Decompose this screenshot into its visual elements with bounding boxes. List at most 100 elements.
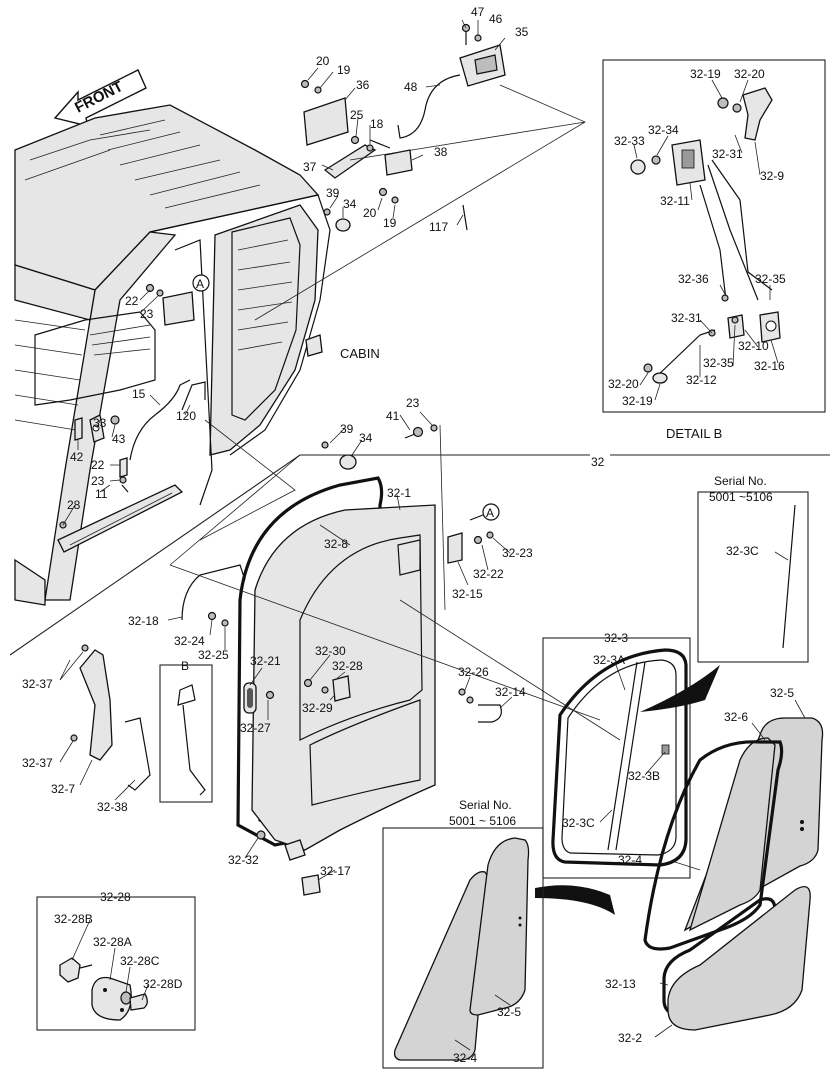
label-28: 28 xyxy=(67,498,81,512)
label-32-15: 32-15 xyxy=(452,587,483,601)
label-32-4b: 32-4 xyxy=(453,1051,477,1065)
label-23b: 23 xyxy=(91,474,105,488)
label-32-28A: 32-28A xyxy=(93,935,132,949)
label-32-28C: 32-28C xyxy=(120,954,160,968)
label-d32-35b: 32-35 xyxy=(703,356,734,370)
label-d32-10: 32-10 xyxy=(738,339,769,353)
label-32-17: 32-17 xyxy=(320,864,351,878)
serial-top-line1: Serial No. xyxy=(714,474,767,488)
label-33: 33 xyxy=(93,416,107,430)
label-43: 43 xyxy=(112,432,126,446)
label-32-21: 32-21 xyxy=(250,654,281,668)
strip-32-3c-top xyxy=(782,504,796,649)
label-d32-19a: 32-19 xyxy=(690,67,721,81)
label-d32-36: 32-36 xyxy=(678,272,709,286)
label-d32-16: 32-16 xyxy=(754,359,785,373)
label-39b: 39 xyxy=(340,422,354,436)
label-32-30: 32-30 xyxy=(315,644,346,658)
label-d32-12: 32-12 xyxy=(686,373,717,387)
label-32-3C-top: 32-3C xyxy=(726,544,759,558)
label-47: 47 xyxy=(471,5,485,19)
label-42: 42 xyxy=(70,450,84,464)
label-d32-20b: 32-20 xyxy=(608,377,639,391)
label-d32-19b: 32-19 xyxy=(622,394,653,408)
label-25: 25 xyxy=(350,108,364,122)
label-32-6: 32-6 xyxy=(724,710,748,724)
label-18: 18 xyxy=(370,117,384,131)
group-32-3-box xyxy=(542,637,691,879)
label-d32-11: 32-11 xyxy=(660,194,690,208)
lock-32-28 xyxy=(59,957,148,1021)
label-d32-33: 32-33 xyxy=(614,134,645,148)
group-32-28-box xyxy=(36,896,196,1031)
label-117: 117 xyxy=(429,220,448,234)
label-32-38: 32-38 xyxy=(97,800,128,814)
label-34a: 34 xyxy=(343,197,357,211)
label-32-2: 32-2 xyxy=(618,1031,642,1045)
window-glasses xyxy=(643,717,824,1031)
marker-a-cabin: A xyxy=(196,277,204,291)
label-38: 38 xyxy=(434,145,448,159)
label-11: 11 xyxy=(95,487,108,501)
label-37: 37 xyxy=(303,160,317,174)
label-15: 15 xyxy=(132,387,146,401)
label-32-18: 32-18 xyxy=(128,614,159,628)
label-32-22: 32-22 xyxy=(473,567,504,581)
label-22a: 22 xyxy=(125,294,139,308)
text-labels: CABIN DETAIL B 32 Serial No. 5001 ~5106 … xyxy=(22,5,794,1065)
label-d32-34: 32-34 xyxy=(648,123,679,137)
label-32-29: 32-29 xyxy=(302,701,333,715)
label-32-4a: 32-4 xyxy=(618,853,642,867)
label-23a: 23 xyxy=(140,307,154,321)
label-35: 35 xyxy=(515,25,529,39)
detail-b-title: DETAIL B xyxy=(666,426,722,441)
upper-latch-assembly xyxy=(300,23,506,232)
label-32-7: 32-7 xyxy=(51,782,75,796)
serial-box-bottom xyxy=(382,827,544,1069)
pointer-arrow-bottom xyxy=(535,885,615,915)
label-d32-35a: 32-35 xyxy=(755,272,786,286)
door-assembly xyxy=(181,476,502,896)
group-32-label: 32 xyxy=(591,455,605,469)
detail-b-box xyxy=(602,59,826,413)
cable-15 xyxy=(129,379,191,461)
serial-bottom-line1: Serial No. xyxy=(459,798,512,812)
group-32-3-label: 32-3 xyxy=(604,631,628,645)
label-32-28D: 32-28D xyxy=(143,977,183,991)
label-20a: 20 xyxy=(316,54,330,68)
label-19b: 19 xyxy=(383,216,397,230)
label-32-23: 32-23 xyxy=(502,546,533,560)
serial-bottom-line2: 5001 ~ 5106 xyxy=(449,814,516,828)
svg-text:A: A xyxy=(486,506,494,520)
label-22b: 22 xyxy=(91,458,105,472)
marker-a-hinge: A xyxy=(469,503,500,521)
group-32-28-label: 32-28 xyxy=(100,890,131,904)
label-32-5a: 32-5 xyxy=(770,686,794,700)
serial-box-top xyxy=(697,491,809,663)
label-32-37b: 32-37 xyxy=(22,756,53,770)
label-39a: 39 xyxy=(326,186,340,200)
label-20b: 20 xyxy=(363,206,377,220)
label-32-3B: 32-3B xyxy=(628,769,660,783)
pointer-arrow-top xyxy=(640,665,720,712)
detail-b-parts xyxy=(630,87,781,384)
label-34b: 34 xyxy=(359,431,373,445)
label-d32-9: 32-9 xyxy=(760,169,784,183)
label-19a: 19 xyxy=(337,63,351,77)
cabin-frame: A xyxy=(14,104,331,606)
wire-120 xyxy=(181,381,206,411)
detail-b-inset xyxy=(159,664,213,803)
label-120: 120 xyxy=(176,409,196,423)
cabin-small-parts xyxy=(59,283,164,529)
serial-top-line2: 5001 ~5106 xyxy=(709,490,773,504)
label-32-26: 32-26 xyxy=(458,665,489,679)
label-32-24: 32-24 xyxy=(174,634,205,648)
label-46: 46 xyxy=(489,12,503,26)
label-32-28B: 32-28B xyxy=(54,912,93,926)
label-32-13: 32-13 xyxy=(605,977,636,991)
label-36: 36 xyxy=(356,78,370,92)
label-32-5b: 32-5 xyxy=(497,1005,521,1019)
label-d32-20a: 32-20 xyxy=(734,67,765,81)
label-32-3A: 32-3A xyxy=(593,653,625,667)
